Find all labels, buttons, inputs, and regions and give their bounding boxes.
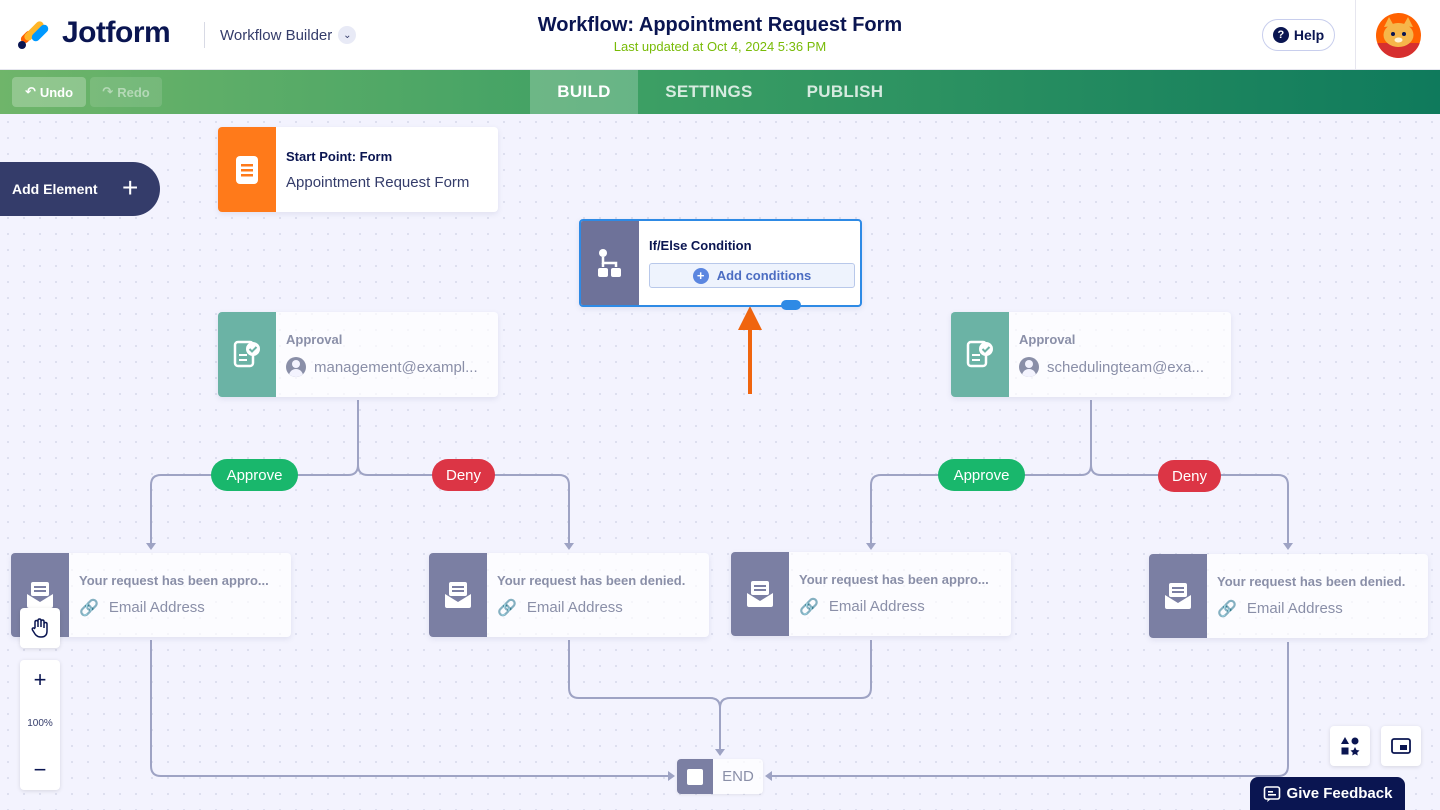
- plus-icon: +: [122, 172, 139, 203]
- link-icon: 🔗: [79, 599, 99, 617]
- email-recipient: Email Address: [108, 599, 205, 616]
- avatar[interactable]: [1376, 13, 1421, 58]
- email-node[interactable]: Your request has been appro... 🔗 Email Ad…: [731, 552, 1011, 636]
- condition-branch-icon: [581, 221, 639, 305]
- redo-label: Redo: [117, 84, 150, 100]
- header-divider: [204, 22, 205, 48]
- add-conditions-button[interactable]: + Add conditions: [649, 263, 855, 288]
- pan-hand-button[interactable]: [20, 608, 60, 648]
- link-icon: 🔗: [497, 599, 517, 617]
- tab-settings[interactable]: SETTINGS: [665, 82, 753, 101]
- end-label: END: [722, 768, 754, 785]
- apps-button[interactable]: [1330, 726, 1370, 766]
- email-icon: [1149, 554, 1207, 638]
- zoom-out-button[interactable]: −: [33, 757, 47, 782]
- deny-branch-label[interactable]: Deny: [1158, 460, 1221, 492]
- avatar-cat-icon: [1376, 17, 1421, 58]
- tab-build[interactable]: BUILD: [530, 70, 638, 114]
- minimap-button[interactable]: [1381, 726, 1421, 766]
- builder-name-label: Workflow Builder: [220, 26, 333, 44]
- minimap-icon: [1391, 738, 1411, 754]
- user-icon: [1019, 357, 1039, 377]
- app-header: Jotform Workflow Builder ⌄ Workflow: App…: [0, 0, 1440, 70]
- start-node[interactable]: Start Point: Form Appointment Request Fo…: [218, 127, 498, 212]
- approval-assignee: schedulingteam@exa...: [1047, 358, 1204, 376]
- approval-icon: [218, 312, 276, 397]
- approval-node[interactable]: Approval schedulingteam@exa...: [951, 312, 1231, 397]
- email-recipient: Email Address: [828, 598, 925, 615]
- user-icon: [286, 357, 306, 377]
- add-element-button[interactable]: Add Element +: [0, 162, 160, 216]
- add-element-label: Add Element: [12, 181, 98, 197]
- feedback-icon: [1263, 785, 1280, 802]
- email-subject: Your request has been appro...: [79, 572, 269, 588]
- add-conditions-label: Add conditions: [716, 268, 812, 283]
- start-node-title: Start Point: Form: [286, 148, 393, 164]
- shapes-icon: [1341, 737, 1360, 756]
- last-updated-text: Last updated at Oct 4, 2024 5:36 PM: [613, 39, 827, 54]
- undo-label: Undo: [39, 84, 74, 100]
- email-recipient: Email Address: [526, 599, 623, 616]
- undo-button[interactable]: ↶ Undo: [12, 77, 86, 107]
- email-recipient: Email Address: [1246, 600, 1343, 617]
- approve-branch-label[interactable]: Approve: [938, 459, 1025, 491]
- question-icon: ?: [1272, 27, 1289, 43]
- email-icon: [429, 553, 487, 637]
- email-subject: Your request has been denied.: [497, 572, 686, 588]
- tab-publish[interactable]: PUBLISH: [806, 82, 884, 101]
- header-divider-right: [1355, 0, 1356, 70]
- email-icon: [731, 552, 789, 636]
- zoom-in-button[interactable]: +: [33, 667, 47, 692]
- stop-icon: [677, 759, 713, 794]
- link-icon: 🔗: [1217, 600, 1237, 618]
- brand-name: Jotform: [62, 16, 171, 49]
- page-title[interactable]: Workflow: Appointment Request Form: [537, 14, 903, 36]
- give-feedback-label: Give Feedback: [1286, 785, 1393, 802]
- redo-icon: ↷: [102, 84, 114, 99]
- approve-branch-label[interactable]: Approve: [211, 459, 298, 491]
- hand-icon: [31, 618, 48, 638]
- email-subject: Your request has been appro...: [799, 571, 989, 587]
- deny-branch-label[interactable]: Deny: [432, 459, 495, 491]
- email-node[interactable]: Your request has been denied. 🔗 Email Add…: [1149, 554, 1428, 638]
- start-node-form-name: Appointment Request Form: [286, 173, 470, 191]
- zoom-controls: + 100% −: [20, 660, 60, 790]
- chevron-down-icon: ⌄: [338, 26, 357, 44]
- end-node[interactable]: END: [677, 759, 763, 794]
- condition-connector-handle[interactable]: [781, 300, 801, 310]
- approval-assignee: management@exampl...: [314, 358, 478, 376]
- help-label: Help: [1293, 27, 1325, 43]
- approval-title: Approval: [286, 332, 343, 347]
- approval-title: Approval: [1019, 332, 1076, 347]
- jotform-logo[interactable]: Jotform: [16, 16, 171, 51]
- undo-icon: ↶: [24, 84, 36, 99]
- builder-switcher[interactable]: Workflow Builder ⌄: [220, 26, 357, 44]
- link-icon: 🔗: [799, 598, 819, 616]
- approval-icon: [951, 312, 1009, 397]
- approval-node[interactable]: Approval management@exampl...: [218, 312, 498, 397]
- if-else-condition-node[interactable]: If/Else Condition + Add conditions: [579, 219, 862, 307]
- form-icon: [218, 127, 276, 212]
- zoom-level: 100%: [27, 718, 53, 729]
- help-button[interactable]: ? Help: [1262, 19, 1335, 51]
- builder-toolbar: ↶ Undo ↷ Redo BUILD SETTINGS PUBLISH: [0, 70, 1440, 114]
- condition-title: If/Else Condition: [649, 238, 752, 253]
- email-node[interactable]: Your request has been denied. 🔗 Email Add…: [429, 553, 709, 637]
- email-subject: Your request has been denied.: [1217, 573, 1406, 589]
- give-feedback-button[interactable]: Give Feedback: [1250, 777, 1405, 810]
- plus-circle-icon: +: [692, 267, 709, 284]
- redo-button[interactable]: ↷ Redo: [90, 77, 162, 107]
